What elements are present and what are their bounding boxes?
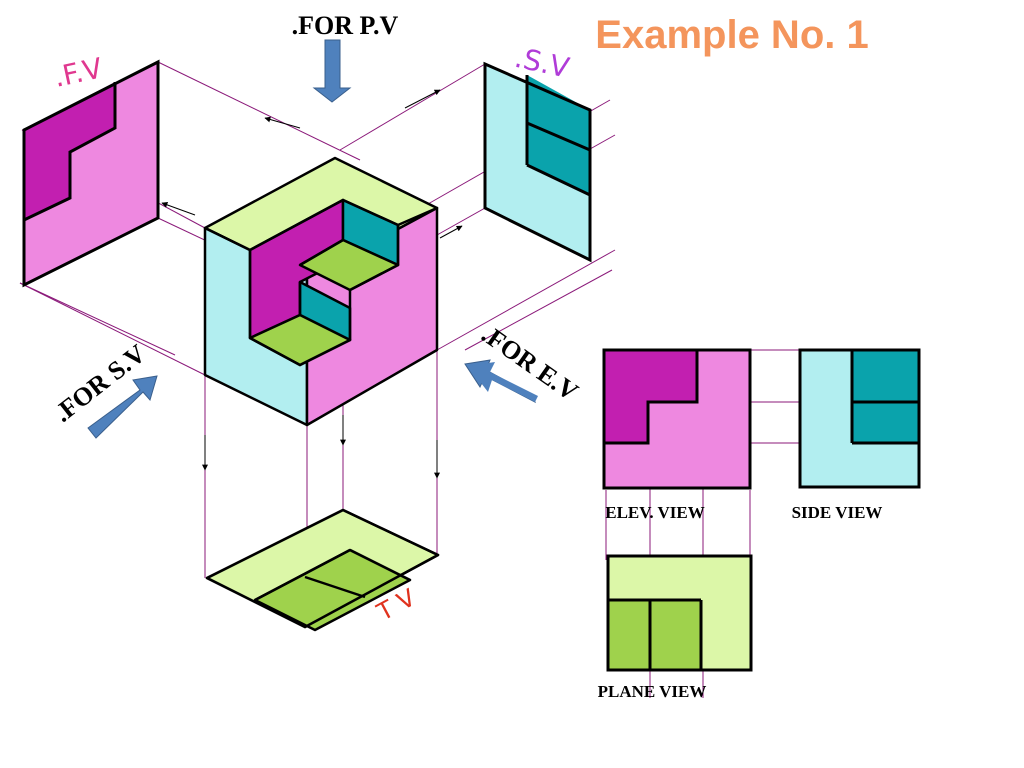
plan-view	[606, 554, 753, 672]
side-plane-label: .S.V	[512, 41, 572, 85]
plan-view-label: PLANE VIEW	[598, 682, 707, 701]
page-title: Example No. 1	[595, 13, 868, 57]
side-projection-plane	[483, 61, 592, 263]
arrow-up-right-icon	[87, 375, 158, 439]
top-projection-plane	[205, 508, 440, 632]
direction-label-pv: .FOR P.V	[292, 11, 399, 40]
arrow-up-left-icon	[464, 359, 538, 404]
side-view	[798, 348, 921, 489]
isometric-object	[203, 156, 439, 427]
front-projection-plane	[22, 59, 160, 288]
elevation-view-label: ELEV. VIEW	[605, 503, 705, 522]
elevation-view	[602, 348, 752, 490]
front-plane-label: .F.V	[51, 52, 105, 94]
arrow-down-icon	[312, 39, 352, 103]
side-view-label: SIDE VIEW	[792, 503, 883, 522]
